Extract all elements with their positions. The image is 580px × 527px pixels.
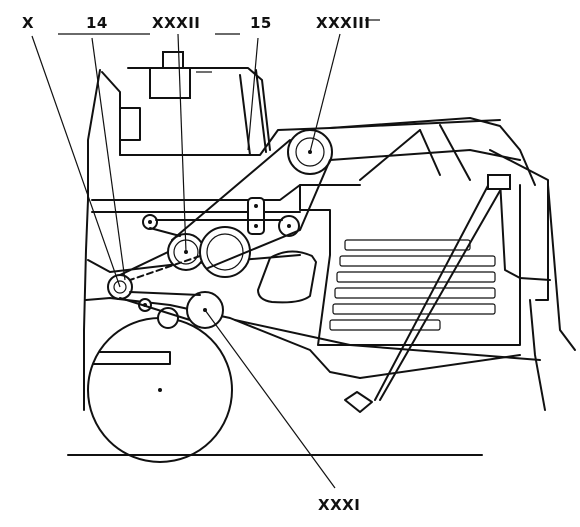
callout-15: 15	[250, 14, 272, 32]
leader-lines	[31, 19, 380, 489]
front-wheel	[87, 317, 233, 463]
louvre-grille	[329, 239, 496, 331]
tank	[149, 51, 212, 99]
main-body	[83, 67, 501, 411]
belts	[119, 139, 331, 321]
callout-xxxi: XXXI	[318, 496, 360, 514]
pulleys	[107, 129, 333, 329]
callout-14: 14	[86, 14, 108, 32]
window	[257, 250, 317, 304]
callout-xxxii: XXXII	[152, 14, 200, 32]
housing	[85, 184, 541, 379]
truss-frame	[329, 117, 576, 413]
callout-x: X	[22, 14, 34, 32]
callout-xxxiii: XXXIII	[316, 14, 370, 32]
